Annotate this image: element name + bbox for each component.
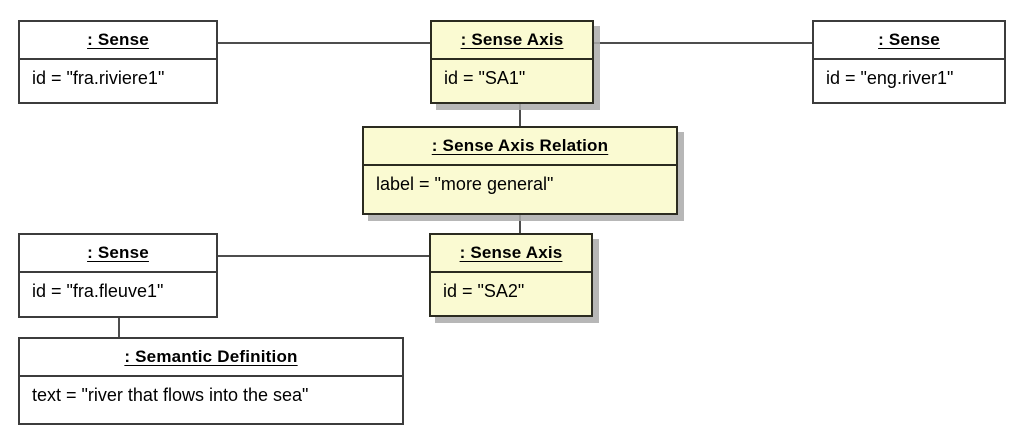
object-title: : Semantic Definition (124, 347, 298, 366)
object-body: id = "SA2" (431, 273, 591, 315)
object-sense-axis-sa1[interactable]: : Sense Axis id = "SA1" (430, 20, 594, 104)
object-body: id = "fra.riviere1" (20, 60, 216, 102)
object-attribute-id: id = "fra.fleuve1" (32, 281, 164, 301)
object-title: : Sense Axis Relation (431, 136, 609, 155)
object-sense-fra-riviere1[interactable]: : Sense id = "fra.riviere1" (18, 20, 218, 104)
object-semantic-definition[interactable]: : Semantic Definition text = "river that… (18, 337, 404, 425)
link-riviere-to-sa1 (217, 42, 431, 44)
object-header: : Sense (20, 235, 216, 273)
object-header: : Sense Axis Relation (364, 128, 676, 166)
object-attribute-text: text = "river that flows into the sea" (32, 385, 309, 405)
object-title: : Sense (87, 243, 149, 262)
object-title: : Sense Axis (459, 243, 563, 262)
object-body: id = "fra.fleuve1" (20, 273, 216, 316)
object-body: id = "eng.river1" (814, 60, 1004, 102)
link-fleuve-to-definition (118, 317, 120, 337)
object-header: : Sense Axis (431, 235, 591, 273)
link-sa1-to-relation (519, 102, 521, 127)
object-sense-fra-fleuve1[interactable]: : Sense id = "fra.fleuve1" (18, 233, 218, 318)
object-body: id = "SA1" (432, 60, 592, 102)
link-fleuve-to-sa2 (217, 255, 431, 257)
object-header: : Sense (20, 22, 216, 60)
object-body: label = "more general" (364, 166, 676, 213)
object-attribute-id: id = "fra.riviere1" (32, 68, 165, 88)
object-sense-eng-river1[interactable]: : Sense id = "eng.river1" (812, 20, 1006, 104)
object-title: : Sense (878, 30, 940, 49)
object-header: : Semantic Definition (20, 339, 402, 377)
object-header: : Sense (814, 22, 1004, 60)
link-relation-to-sa2 (519, 214, 521, 234)
object-sense-axis-sa2[interactable]: : Sense Axis id = "SA2" (429, 233, 593, 317)
object-attribute-id: id = "eng.river1" (826, 68, 954, 88)
object-body: text = "river that flows into the sea" (20, 377, 402, 423)
object-title: : Sense (87, 30, 149, 49)
object-attribute-id: id = "SA1" (444, 68, 526, 88)
object-sense-axis-relation[interactable]: : Sense Axis Relation label = "more gene… (362, 126, 678, 215)
object-header: : Sense Axis (432, 22, 592, 60)
object-title: : Sense Axis (460, 30, 564, 49)
link-sa1-to-eng-river (593, 42, 814, 44)
object-attribute-id: id = "SA2" (443, 281, 525, 301)
object-attribute-label: label = "more general" (376, 174, 554, 194)
